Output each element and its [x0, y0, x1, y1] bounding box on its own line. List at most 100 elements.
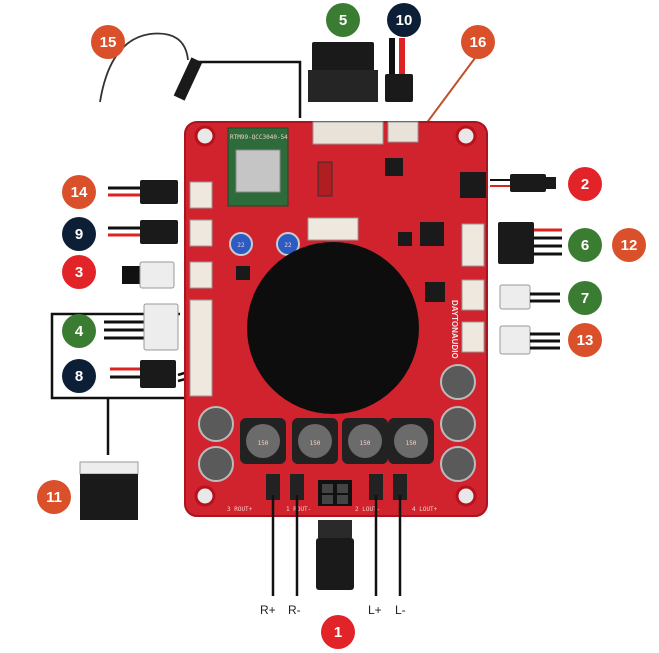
badge-circle	[62, 314, 96, 348]
label-l-plus: L+	[368, 603, 382, 617]
badge-label: 4	[75, 323, 84, 340]
connector-6	[461, 223, 485, 267]
plug-10	[385, 38, 413, 102]
badge-label: 15	[100, 34, 117, 51]
connector-4-8	[189, 299, 213, 397]
badge-label: 8	[75, 368, 83, 385]
badge-8: 8	[62, 359, 96, 393]
badge-9: 9	[62, 217, 96, 251]
badge-label: 12	[621, 237, 638, 254]
bracket-4-8	[50, 312, 200, 400]
plug-13	[499, 325, 560, 355]
plug-8	[110, 360, 176, 388]
svg-text:22: 22	[284, 242, 292, 249]
inductors: 150 150 150 150	[240, 418, 434, 464]
antenna-15	[99, 32, 203, 103]
header-pins	[460, 172, 486, 198]
module-silk: RTM99-QCC3040-54	[230, 134, 288, 141]
mounting-hole-tr	[455, 125, 477, 147]
badge-circle	[62, 359, 96, 393]
badge-circle	[321, 615, 355, 649]
module-shield	[235, 149, 281, 193]
plug-9	[108, 220, 178, 244]
badge-15: 15	[91, 25, 125, 59]
badge-label: 6	[581, 237, 589, 254]
svg-text:22: 22	[237, 242, 245, 249]
badge-circle	[62, 217, 96, 251]
badge-14: 14	[62, 175, 96, 209]
badge-label: 9	[75, 226, 83, 243]
plug-5	[308, 42, 378, 102]
svg-text:150: 150	[310, 440, 321, 447]
connector-16	[307, 217, 359, 241]
plug-4	[104, 303, 179, 351]
plug-14	[108, 180, 178, 204]
svg-text:150: 150	[360, 440, 371, 447]
badge-1: 1	[321, 615, 355, 649]
badge-2: 2	[568, 167, 602, 201]
connector-14	[189, 181, 213, 209]
badge-11: 11	[37, 480, 71, 514]
plug-1-power	[316, 520, 354, 590]
badge-circle	[62, 255, 96, 289]
silk-rout-plus: 3 ROUT+	[227, 506, 253, 513]
connector-9	[189, 219, 213, 247]
badge-label: 5	[339, 12, 347, 29]
electrolytic-capacitors	[198, 364, 476, 482]
badge-10: 10	[387, 3, 421, 37]
badge-circle	[612, 228, 646, 262]
badge-circle	[326, 3, 360, 37]
badge-3: 3	[62, 255, 96, 289]
ic-chip	[425, 282, 445, 302]
silk-rout-minus: 1 ROUT-	[286, 506, 311, 513]
badge-label: 3	[75, 264, 83, 281]
badge-circle	[37, 480, 71, 514]
badge-label: 1	[334, 624, 342, 641]
mounting-hole-tl	[194, 125, 216, 147]
badge-5: 5	[326, 3, 360, 37]
plug-7	[499, 284, 560, 310]
plug-2	[490, 174, 556, 192]
badge-circle	[461, 25, 495, 59]
brand-mark: DAYTONAUDIO	[450, 300, 459, 359]
badge-label: 7	[581, 290, 589, 307]
amplifier-board: RTM99-QCC3040-54 22 22 DAYTONA	[184, 121, 488, 517]
badge-circle	[387, 3, 421, 37]
svg-text:150: 150	[258, 440, 269, 447]
badge-circle	[568, 228, 602, 262]
badge-circle	[568, 281, 602, 315]
label-l-minus: L-	[395, 603, 406, 617]
dsp-chip	[420, 222, 444, 246]
badge-circle	[91, 25, 125, 59]
label-r-minus: R-	[288, 603, 301, 617]
silk-lout-plus: 4 LOUT+	[412, 506, 438, 513]
connector-7	[461, 279, 485, 311]
plug-11	[79, 461, 139, 520]
badge-label: 10	[396, 12, 413, 29]
output-wires	[271, 495, 402, 596]
svg-text:150: 150	[406, 440, 417, 447]
connector-13	[461, 321, 485, 353]
badge-circle	[568, 167, 602, 201]
badge-circle	[62, 175, 96, 209]
connector-3	[189, 261, 213, 289]
badge-label: 16	[470, 34, 487, 51]
badge-6: 6	[568, 228, 602, 262]
regulator-chip	[385, 158, 403, 176]
plug-6	[498, 222, 562, 264]
small-capacitors: 22 22	[229, 232, 300, 256]
badge-12: 12	[612, 228, 646, 262]
badge-label: 14	[71, 184, 88, 201]
badge-16: 16	[461, 25, 495, 59]
badge-circle	[568, 323, 602, 357]
top-connector-5	[312, 121, 384, 145]
top-connector-10	[387, 121, 419, 143]
badge-7: 7	[568, 281, 602, 315]
badge-4: 4	[62, 314, 96, 348]
speaker-transducer	[247, 242, 419, 414]
label-r-plus: R+	[260, 603, 276, 617]
badge-label: 11	[46, 489, 62, 506]
top-chip	[317, 161, 333, 197]
